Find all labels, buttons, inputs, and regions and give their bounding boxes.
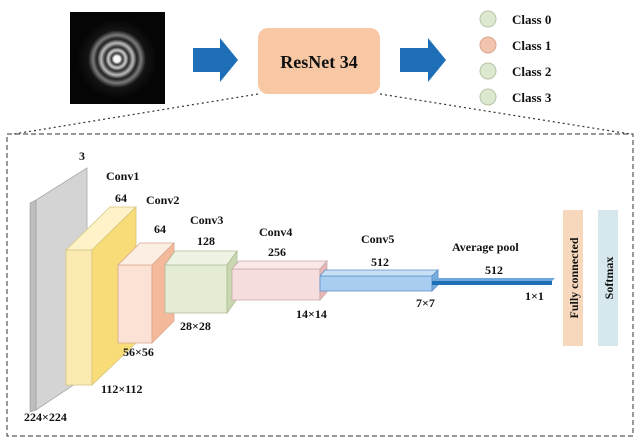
- class-item-0: Class 0: [479, 10, 551, 28]
- fc-label: Fully connected: [567, 237, 581, 318]
- class-item-1: Class 1: [479, 36, 551, 54]
- fully-connected-block: Fully connected: [563, 210, 583, 346]
- conv5-block: Conv5 512 7×7: [319, 232, 439, 310]
- conv4-block: Conv4 256 14×14: [231, 225, 328, 321]
- conv1-channels: 64: [115, 191, 127, 205]
- class-1-label: Class 1: [512, 38, 551, 53]
- conv5-size: 7×7: [416, 296, 435, 310]
- class-3-dot: [479, 88, 497, 106]
- input-channels: 3: [79, 149, 85, 163]
- class-2-label: Class 2: [512, 64, 551, 79]
- class-0-label: Class 0: [512, 12, 551, 27]
- class-2-dot: [479, 62, 497, 80]
- class-0-dot: [479, 10, 497, 28]
- conv3-size: 28×28: [180, 319, 211, 333]
- conv3-name: Conv3: [190, 213, 223, 227]
- conv1-name: Conv1: [106, 169, 139, 183]
- input-image: [70, 12, 165, 104]
- conv4-name: Conv4: [259, 225, 292, 239]
- input-size: 224×224: [24, 410, 67, 424]
- conv2-channels: 64: [154, 222, 166, 236]
- detail-frame: [6, 133, 634, 437]
- pool-size: 1×1: [525, 289, 544, 303]
- average-pool-block: Average pool 512 1×1: [432, 240, 555, 303]
- class-3-label: Class 3: [512, 90, 552, 105]
- class-item-3: Class 3: [479, 88, 552, 106]
- conv4-channels: 256: [268, 245, 286, 259]
- conv5-name: Conv5: [361, 232, 394, 246]
- model-box: ResNet 34: [258, 28, 380, 94]
- conv3-block: Conv3 128 28×28: [164, 213, 238, 333]
- conv2-size: 56×56: [123, 345, 154, 359]
- pool-channels: 512: [485, 263, 503, 277]
- arrow-input-to-model: [193, 38, 238, 82]
- pool-name: Average pool: [452, 240, 519, 254]
- class-1-dot: [479, 36, 497, 54]
- conv1-size: 112×112: [101, 382, 143, 396]
- conv1-block: Conv1 64 112×112: [65, 169, 143, 396]
- zoom-connectors: [13, 93, 631, 135]
- model-label: ResNet 34: [280, 52, 357, 72]
- conv3-channels: 128: [197, 234, 215, 248]
- zoom-line-left: [13, 93, 259, 135]
- class-item-2: Class 2: [479, 62, 551, 80]
- softmax-label: Softmax: [602, 257, 616, 300]
- arrow-model-to-classes: [400, 38, 446, 82]
- conv5-channels: 512: [371, 255, 389, 269]
- class-list: Class 0 Class 1 Class 2 Class 3: [479, 10, 552, 106]
- softmax-block: Softmax: [598, 210, 618, 346]
- zoom-line-right: [379, 93, 631, 135]
- conv4-size: 14×14: [296, 307, 327, 321]
- conv2-name: Conv2: [146, 193, 179, 207]
